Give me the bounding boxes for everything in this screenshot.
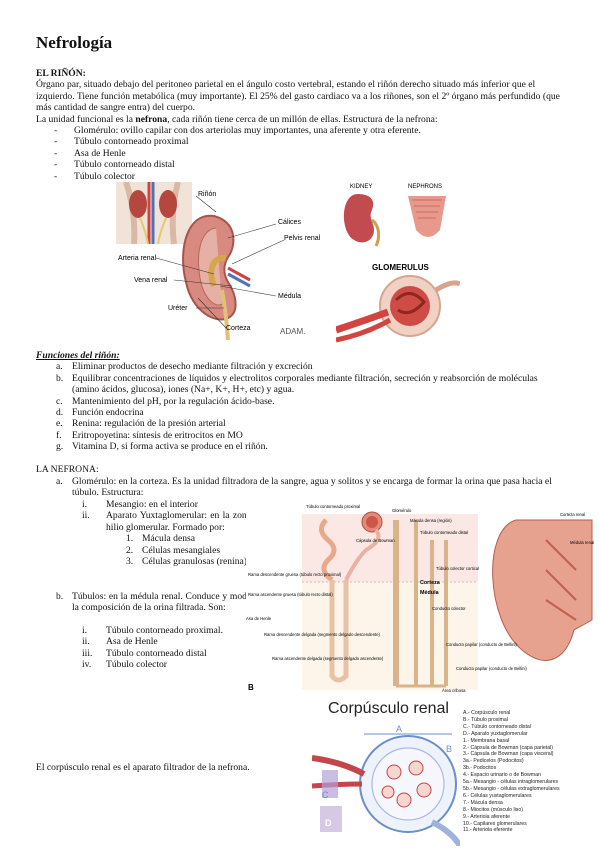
list-item: ii.Aparato Yuxtaglomerular: en la zona d…: [82, 510, 266, 533]
label-glomerulus: GLOMERULUS: [372, 263, 430, 272]
legend-item: 3b.- Podocitos: [463, 765, 497, 772]
list-item: -Glomérulo: ovillo capilar con dos arter…: [54, 125, 421, 137]
list-item: 1.Mácula densa: [126, 533, 196, 545]
rinon-section: EL RIÑÓN: Órgano par, situado debajo del…: [36, 68, 566, 182]
legend-item: D.- Aparato yuxtaglomerular: [463, 730, 528, 737]
legend-item: C.- Túbulo contorneado distal: [463, 723, 531, 730]
legend-item: A.- Corpúsculo renal: [463, 710, 511, 716]
kidney-anatomy-figure: Riñón Cálices Pelvis renal Arteria renal…: [116, 181, 324, 341]
list-item: f.Eritropoyetina: síntesis de eritrocito…: [56, 429, 243, 441]
list-item: iv.Túbulo colector: [82, 659, 168, 671]
label-macula: Mácula densa (región): [410, 518, 452, 523]
page-title: Nefrología: [36, 33, 113, 52]
list-item: a.Eliminar productos de desecho mediante…: [56, 361, 313, 373]
legend-item: 7.- Mácula densa: [463, 799, 503, 806]
legend-item: 9.- Arteriola aferente: [463, 813, 511, 820]
list-item: -Túbulo contorneado distal: [54, 159, 175, 171]
legend-item: 3.- Cápsula de Bowman (capa visceral): [463, 751, 554, 758]
label-rad: Rama ascendente delgada (segmento delgad…: [272, 656, 384, 661]
list-item: i.Túbulo contorneado proximal.: [82, 625, 223, 636]
corpusculo-title: Corpúsculo renal: [328, 700, 449, 717]
label-rdd: Rama descendente delgada (segmento delga…: [264, 632, 381, 637]
label-vena: Vena renal: [134, 277, 168, 284]
funciones-list: a.Eliminar productos de desecho mediante…: [56, 361, 566, 452]
label-bowman: Cápsula de Bowman: [356, 538, 395, 543]
list-item: 3.Células granulosas (renina): [126, 556, 247, 568]
rinon-heading: EL RIÑÓN:: [36, 68, 86, 79]
nephron-diagram: Túbulo contorneado proximal Glomérulo Má…: [246, 500, 598, 696]
legend-item: 3a.- Pedicelos (Podocitos): [463, 758, 524, 765]
label-corteza: Corteza: [226, 325, 251, 332]
list-item: 2.Células mesangiales: [126, 544, 221, 556]
funciones-section: Funciones del riñón: a.Eliminar producto…: [36, 350, 566, 453]
list-item: ii.Asa de Henle: [82, 636, 158, 648]
yuxta-sublist: 1.Mácula densa 2.Células mesangiales 3.C…: [126, 533, 266, 567]
legend-item: 1.- Membrana basal: [463, 737, 510, 744]
nefrona-b-sublist: i.Túbulo contorneado proximal. ii.Asa de…: [82, 625, 266, 671]
label-pelvis: Pelvis renal: [284, 235, 321, 242]
funciones-heading: Funciones del riñón:: [36, 350, 120, 361]
label-glomerulo: Glomérulo: [392, 508, 412, 513]
legend-item: 2.- Cápsula de Bowman (capa parietal): [463, 744, 553, 751]
label-rag: Rama ascendente gruesa (túbulo recto dis…: [248, 592, 333, 597]
legend-item: 11.- Arteriola eferente: [463, 827, 513, 834]
adam-logo: ADAM.: [280, 327, 305, 336]
list-item: g.Vitamina D, si forma activa se produce…: [56, 441, 268, 453]
fig-letter-b: B: [446, 744, 452, 754]
label-arteria: Arteria renal: [118, 255, 157, 262]
label-nephrons: NEPHRONS: [408, 184, 442, 190]
list-item: -Túbulo colector: [54, 170, 136, 182]
label-rdg: Rama descendente gruesa (túbulo recto pr…: [248, 572, 342, 577]
legend-item: 4.- Espacio urinario o de Bowman: [463, 772, 541, 779]
nefrona-heading: LA NEFRONA:: [36, 464, 99, 475]
fig-letter-d: D: [325, 818, 332, 828]
list-item: i.Mesangio: en el interior: [82, 499, 198, 510]
corpusculo-figure: A B C D: [311, 722, 463, 848]
legend-item: 10.- Capilares glomerulares: [463, 820, 527, 827]
nefrona-structure-list: -Glomérulo: ovillo capilar con dos arter…: [54, 125, 566, 182]
label-corteza-3: Corteza: [420, 580, 441, 586]
list-item: -Asa de Henle: [54, 147, 126, 159]
label-asa: Asa de Henle: [246, 616, 272, 621]
label-rinon: Riñón: [198, 191, 216, 198]
legend-item: 5b.- Mesangio - células extraglomerulare…: [463, 785, 560, 792]
legend-item: 8.- Miocitos (músculo liso): [463, 806, 523, 813]
list-item: b.Equilibrar concentraciones de líquidos…: [56, 372, 538, 396]
label-tcp: Túbulo contorneado proximal: [306, 504, 360, 509]
legend-item: 6.- Células yuxtaglomerulares: [463, 792, 532, 799]
nefrona-a-sublist: i.Mesangio: en el interior ii.Aparato Yu…: [82, 499, 266, 567]
label-cp1: Conducto papilar (conducto de Bellini): [446, 642, 517, 647]
nefrona-intro: La unidad funcional es la nefrona, cada …: [36, 113, 438, 125]
list-item: iii.Túbulo contorneado distal: [82, 647, 207, 659]
label-kidney: KIDNEY: [350, 184, 372, 190]
rinon-paragraph: Órgano par, situado debajo del peritoneo…: [36, 79, 560, 114]
nefrona-item-b: b. Túbulos: en la médula renal. Conduce …: [56, 591, 264, 614]
label-b: B: [248, 683, 254, 692]
label-medula-renal: Médula renal: [570, 540, 594, 545]
label-ureter: Uréter: [168, 305, 188, 312]
label-area-cribosa: Área cribosa: [442, 688, 466, 693]
list-item: -Túbulo contorneado proximal: [54, 136, 189, 148]
label-tcc: Túbulo colector cortical: [436, 566, 479, 571]
label-medula: Médula: [278, 293, 301, 300]
label-corteza-renal: Corteza renal: [560, 512, 585, 517]
nefrona-item-a: a. Glomérulo: en la corteza. Es la unida…: [56, 476, 552, 499]
list-item: e.Renina: regulación de la presión arter…: [56, 418, 226, 430]
glomerulus-figure: KIDNEY NEPHRONS GLOMERULUS: [334, 180, 462, 348]
label-tcd: Túbulo contorneado distal: [420, 530, 468, 535]
list-item: d.Función endocrina: [56, 407, 144, 419]
label-calices: Cálices: [278, 219, 301, 226]
label-medula-3: Médula: [420, 590, 440, 596]
label-cp2: Conducto papilar (conducto de Bellini): [456, 666, 527, 671]
corpusculo-legend: A.- Corpúsculo renal B.- Túbulo proximal…: [463, 710, 597, 834]
list-item: c.Mantenimiento del pH, por la regulació…: [56, 395, 275, 407]
label-cc: Conducto colector: [432, 606, 466, 611]
legend-item: B.- Túbulo proximal: [463, 716, 508, 723]
final-text: El corpúsculo renal es el aparato filtra…: [36, 762, 250, 773]
legend-item: 5a.- Mesangio - células intraglomerulare…: [463, 779, 559, 786]
fig-letter-a: A: [396, 724, 402, 734]
fig-letter-c: C: [322, 790, 329, 800]
